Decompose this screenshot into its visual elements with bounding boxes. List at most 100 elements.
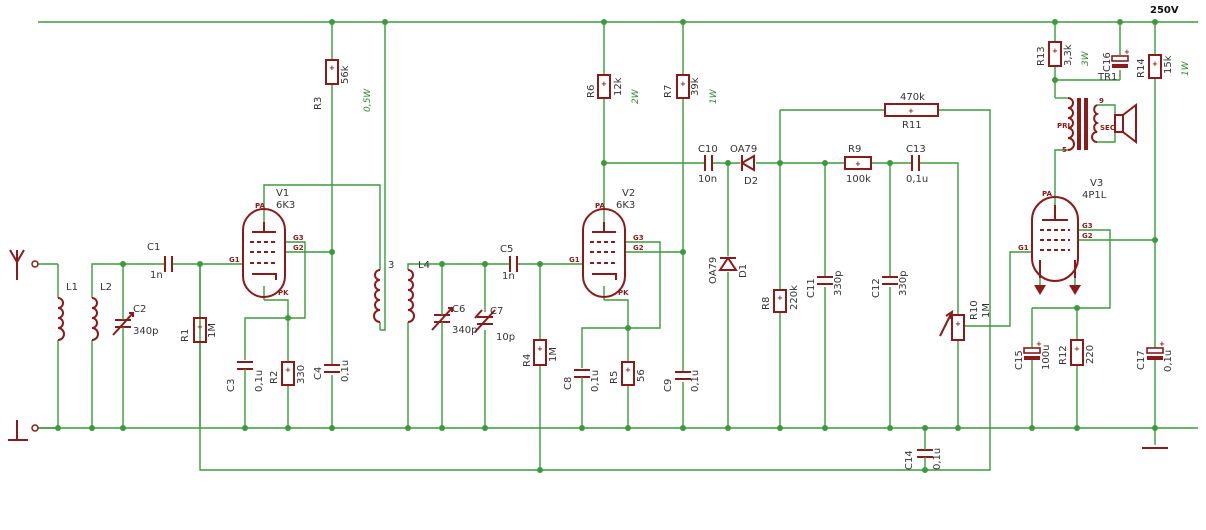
variable-capacitor-C2 bbox=[112, 300, 134, 340]
label-C17-value: 0,1u bbox=[1163, 350, 1174, 372]
capacitor-C17: + bbox=[1146, 340, 1165, 360]
label-R13-power: 3W bbox=[1081, 50, 1091, 66]
label-R5: R5 bbox=[609, 371, 620, 384]
label-R8-value: 220k bbox=[789, 285, 800, 310]
label-V2: V2 bbox=[622, 188, 635, 199]
label-C14-value: 0,1u bbox=[932, 448, 943, 470]
label-C15-value: 100u bbox=[1041, 345, 1052, 370]
label-R1: R1 bbox=[180, 329, 191, 342]
label-R7-value: 39k bbox=[690, 77, 701, 96]
resistor-R9: + bbox=[844, 156, 872, 170]
svg-text:+: + bbox=[285, 366, 291, 374]
wires bbox=[38, 21, 1198, 471]
capacitor-C12 bbox=[882, 276, 898, 285]
label-C3-value: 0,1u bbox=[254, 370, 265, 392]
label-R4: R4 bbox=[522, 354, 533, 367]
label-C16: C16 bbox=[1102, 52, 1113, 72]
capacitor-C5 bbox=[509, 256, 518, 272]
label-V3: V3 bbox=[1090, 178, 1103, 189]
svg-text:+: + bbox=[680, 80, 686, 88]
inductor-L4 bbox=[407, 269, 415, 323]
svg-text:+: + bbox=[777, 294, 783, 302]
resistor-R1: + bbox=[193, 317, 207, 343]
v2-g3-pin: G3 bbox=[633, 234, 644, 242]
label-C15: C15 bbox=[1014, 350, 1025, 370]
svg-text:+: + bbox=[197, 323, 203, 331]
svg-text:+: + bbox=[855, 160, 861, 168]
svg-text:+: + bbox=[1074, 345, 1080, 353]
label-C1: C1 bbox=[147, 242, 160, 253]
label-C8-value: 0,1u bbox=[590, 370, 601, 392]
output-transformer-TR1: PRI SEC 9 5 bbox=[1057, 97, 1115, 154]
v1-pa-pin: PA bbox=[255, 202, 265, 210]
label-C13-value: 0,1u bbox=[906, 174, 928, 185]
capacitor-C4 bbox=[324, 364, 340, 373]
label-C10: C10 bbox=[698, 144, 718, 155]
potentiometer-R10: + bbox=[939, 309, 965, 341]
capacitor-C13 bbox=[911, 155, 920, 171]
svg-text:+: + bbox=[1159, 340, 1165, 348]
antenna-icon bbox=[9, 249, 39, 280]
label-C10-value: 10n bbox=[698, 174, 717, 185]
label-C5-value: 1n bbox=[502, 271, 515, 282]
v2-pa-pin: PA bbox=[595, 202, 605, 210]
label-C2-value: 340p bbox=[133, 326, 158, 337]
label-D2: D2 bbox=[744, 176, 758, 187]
label-C5: C5 bbox=[500, 244, 513, 255]
svg-text:+: + bbox=[955, 320, 961, 328]
label-R6-power: 2W bbox=[631, 88, 641, 104]
label-L1: L1 bbox=[66, 282, 78, 293]
tr1-pin9-label: 9 bbox=[1099, 97, 1104, 105]
tr1-pin5-label: 5 bbox=[1062, 146, 1067, 154]
label-C8: C8 bbox=[563, 377, 574, 390]
label-C9: C9 bbox=[663, 379, 674, 392]
resistor-R8: + bbox=[773, 289, 787, 313]
label-R3-power: 0,5W bbox=[363, 88, 373, 112]
resistor-R11: + bbox=[884, 103, 939, 117]
tube-V1: PA G1 G3 G2 PK bbox=[229, 202, 304, 298]
resistor-R5: + bbox=[621, 361, 635, 386]
svg-text:+: + bbox=[1036, 340, 1042, 348]
resistor-R7: + bbox=[676, 74, 690, 99]
capacitor-C11 bbox=[817, 276, 833, 285]
label-C17: C17 bbox=[1136, 350, 1147, 370]
resistor-R13: + bbox=[1048, 41, 1062, 67]
diode-D1 bbox=[718, 256, 738, 271]
variable-capacitor-C6 bbox=[431, 305, 453, 331]
rotated-labels: R1 1M C3 0,1u R2 330 R3 56k 0,5W C4 0,1u… bbox=[180, 44, 1191, 470]
capacitor-C9 bbox=[675, 371, 691, 380]
label-R7-power: 1W bbox=[709, 88, 719, 104]
label-C13: C13 bbox=[906, 144, 926, 155]
speaker-icon bbox=[1114, 102, 1137, 145]
label-R14: R14 bbox=[1136, 58, 1147, 78]
label-C11: C11 bbox=[806, 278, 817, 298]
inductor-coil-t1-primary bbox=[373, 269, 381, 323]
label-D1-type: OA79 bbox=[708, 257, 719, 284]
label-L4: L4 bbox=[418, 260, 430, 271]
label-C7-value: 10p bbox=[496, 332, 515, 343]
junctions bbox=[55, 19, 1158, 473]
label-R4-value: 1M bbox=[548, 347, 559, 362]
label-V1: V1 bbox=[276, 188, 289, 199]
label-R9: R9 bbox=[848, 144, 861, 155]
v1-g2-pin: G2 bbox=[293, 244, 304, 252]
tr1-sec-label: SEC bbox=[1100, 124, 1115, 132]
v1-pk-pin: PK bbox=[278, 289, 289, 297]
v2-g2-pin: G2 bbox=[633, 244, 644, 252]
label-R3: R3 bbox=[313, 97, 324, 110]
capacitor-C8 bbox=[574, 369, 590, 382]
label-R2: R2 bbox=[269, 371, 280, 384]
variable-capacitor-C7 bbox=[474, 309, 496, 333]
label-R14-value: 15k bbox=[1163, 55, 1174, 74]
label-C7: C7 bbox=[490, 306, 503, 317]
svg-text:+: + bbox=[1052, 47, 1058, 55]
resistor-R3: + bbox=[325, 59, 339, 85]
label-L2: L2 bbox=[100, 282, 112, 293]
label-V3-type: 4P1L bbox=[1082, 190, 1107, 201]
resistor-R6: + bbox=[597, 74, 611, 99]
label-C9-value: 0,1u bbox=[690, 370, 701, 392]
resistor-R2: + bbox=[281, 361, 295, 386]
label-R7: R7 bbox=[663, 85, 674, 98]
label-C11-value: 330p bbox=[833, 271, 844, 296]
